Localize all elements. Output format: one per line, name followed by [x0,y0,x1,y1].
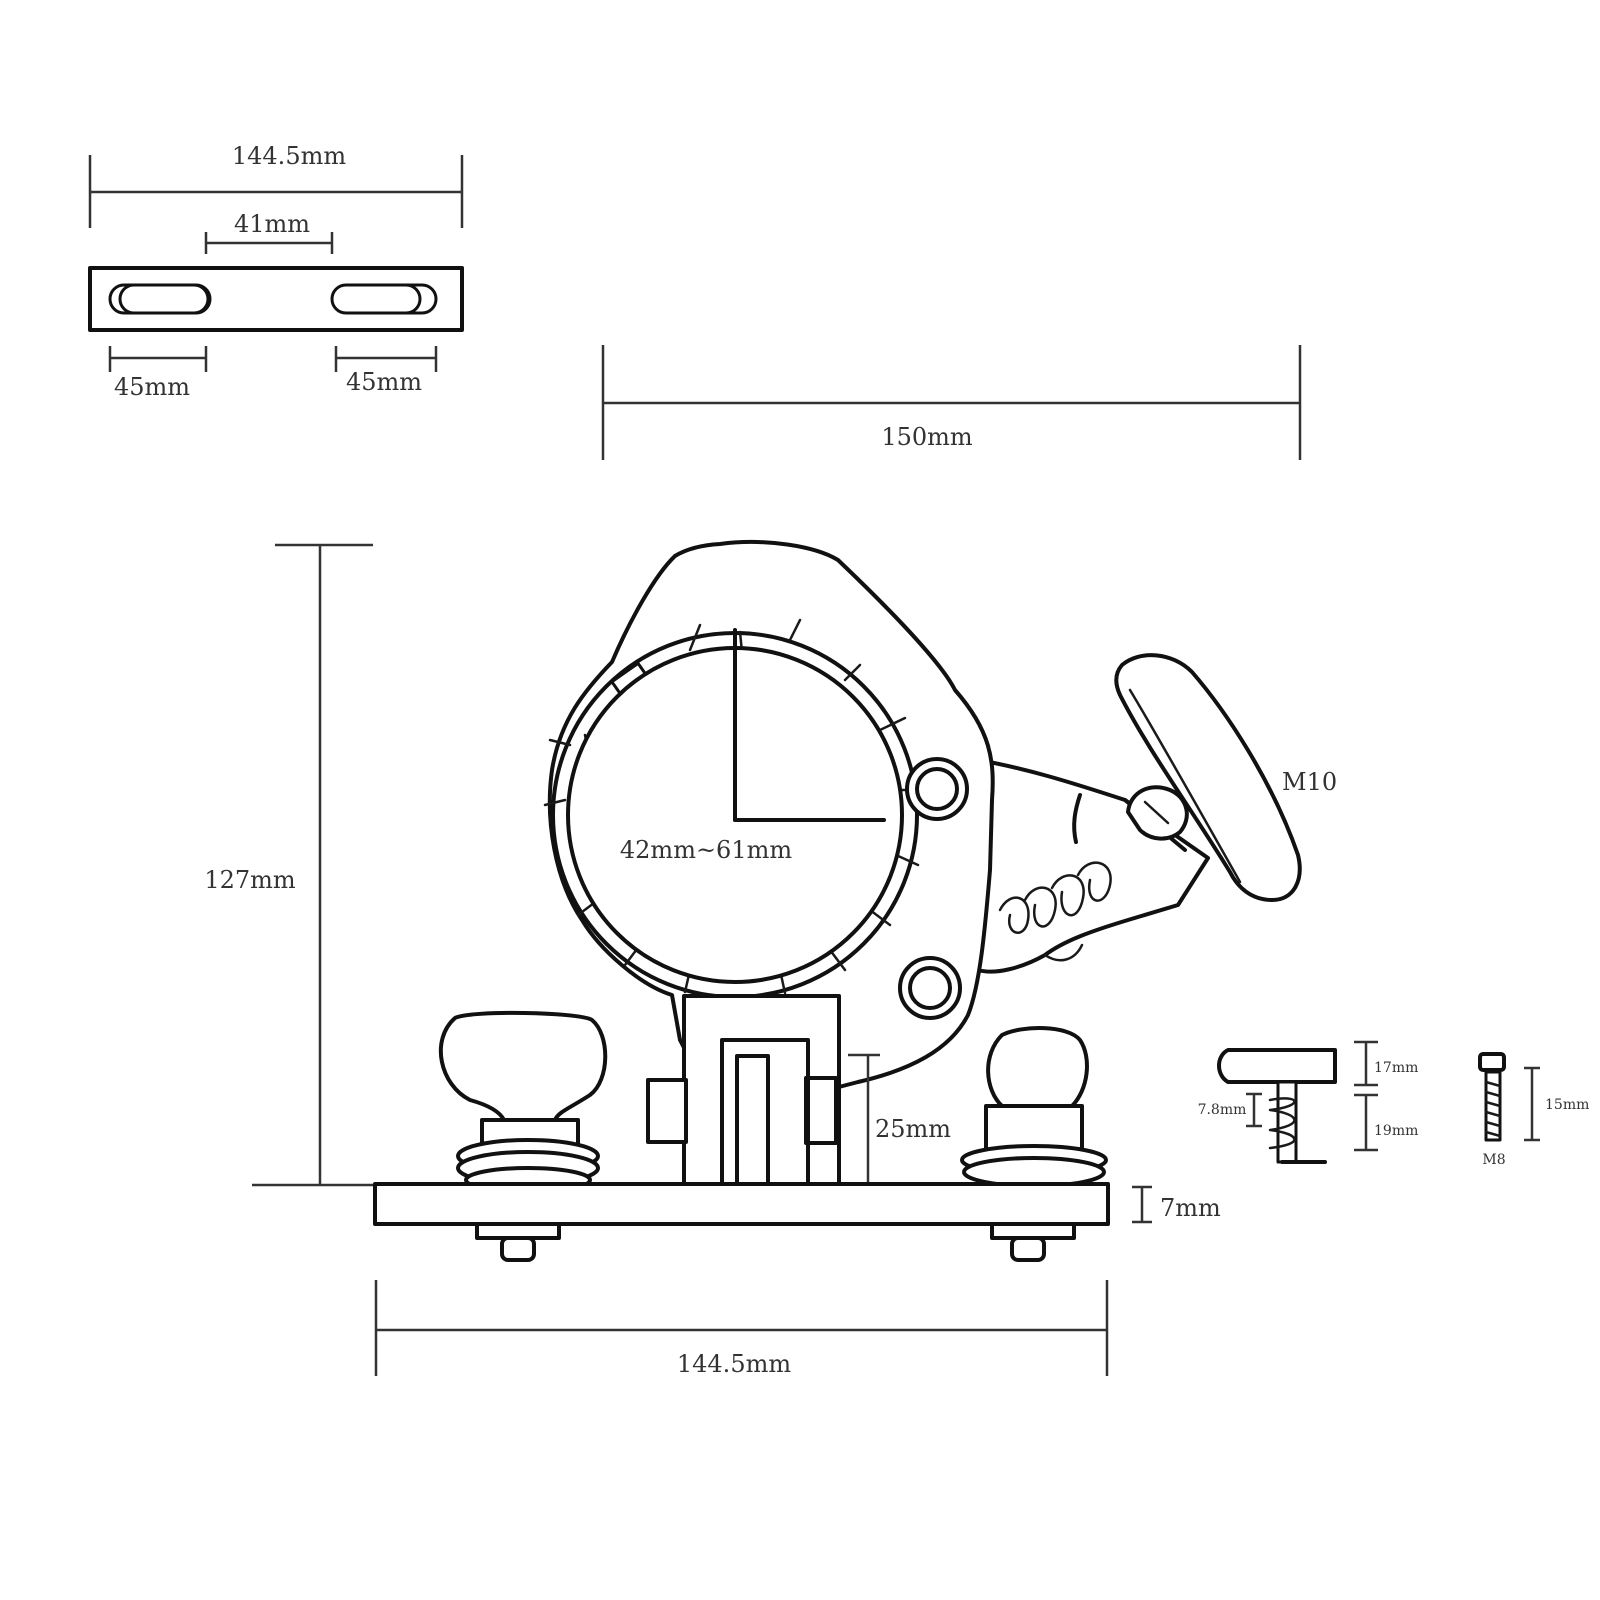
handle-thread-label: M10 [1282,768,1337,796]
clamp-height-dimension: 127mm [204,543,373,1187]
right-slot [330,283,438,315]
top-plate-view: 144.5mm 41mm 45mm 45mm [88,142,464,401]
base-width-dimension: 144.5mm [374,1280,1109,1378]
knob-head-height-label: 17mm [1374,1060,1418,1076]
post-height-dimension: 25mm [848,1053,951,1184]
top-plate-width-dimension: 144.5mm [88,142,464,228]
upper-pivot-hole [905,757,969,821]
top-plate-width-label: 144.5mm [232,142,346,170]
left-slot-length-label: 45mm [114,373,190,401]
left-slot-length-dimension: 45mm [108,346,208,401]
clamp-width-dimension: 150mm [601,345,1302,460]
slot-spacing-label: 41mm [234,210,310,238]
lower-pivot-hole [898,956,962,1020]
left-knob [438,1010,608,1194]
bolt-thread-label: M8 [1482,1152,1505,1168]
base-thickness-dimension: 7mm [1132,1185,1221,1224]
left-slot [108,283,212,315]
right-slot-length-dimension: 45mm [334,346,438,396]
bolt-length-label: 15mm [1545,1097,1589,1113]
right-slot-length-label: 45mm [346,368,422,396]
right-knob [960,1026,1108,1188]
clamp-height-label: 127mm [204,866,296,894]
knob-detail: 17mm 7.8mm 19mm [1198,1040,1418,1164]
center-post [646,994,841,1186]
handle-grip [1114,653,1302,902]
right-base-bolt [990,1222,1076,1262]
bolt-detail: 15mm M8 [1478,1052,1589,1168]
clamp-assembly: 42mm~61mm M10 25mm [373,540,1337,1378]
base-width-label: 144.5mm [677,1350,791,1378]
left-base-bolt [475,1222,561,1262]
post-height-label: 25mm [875,1115,951,1143]
base-thickness-label: 7mm [1160,1194,1221,1222]
knob-spring-length-label: 7.8mm [1198,1102,1247,1118]
spring-coil [998,861,1112,962]
wing-nut [1126,785,1189,841]
clamp-width-label: 150mm [881,423,973,451]
tube-diameter-label: 42mm~61mm [620,836,792,864]
base-plate [373,1182,1110,1226]
slot-spacing-dimension: 41mm [204,210,334,254]
knob-stem-length-label: 19mm [1374,1123,1418,1139]
